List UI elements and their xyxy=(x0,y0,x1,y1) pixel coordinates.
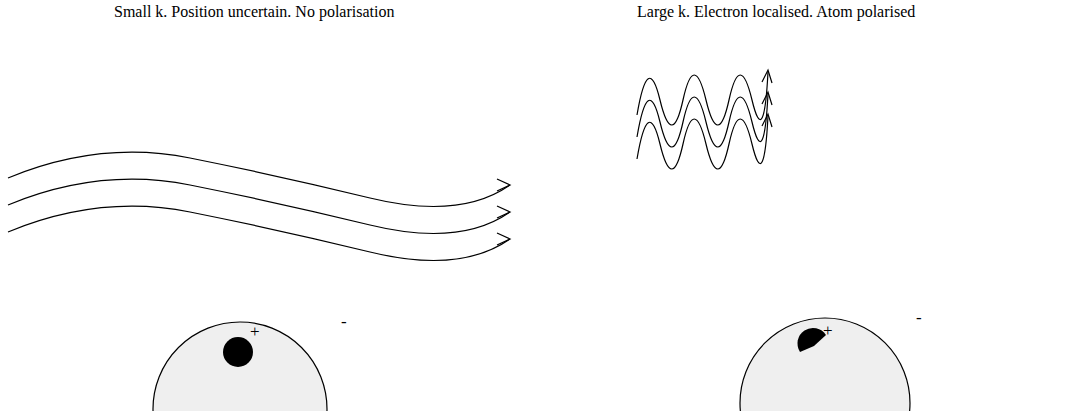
atom-left xyxy=(153,322,327,411)
charge-sign: - xyxy=(916,309,922,326)
long-waves xyxy=(8,152,510,260)
panel-title: Large k. Electron localised. Atom polari… xyxy=(637,4,915,20)
panel-title: Small k. Position uncertain. No polarisa… xyxy=(114,4,394,20)
short-waves xyxy=(637,70,772,169)
atom-right xyxy=(740,318,910,411)
charge-sign: - xyxy=(341,313,347,330)
charge-sign: + xyxy=(823,322,833,339)
charge-sign: + xyxy=(250,323,260,340)
